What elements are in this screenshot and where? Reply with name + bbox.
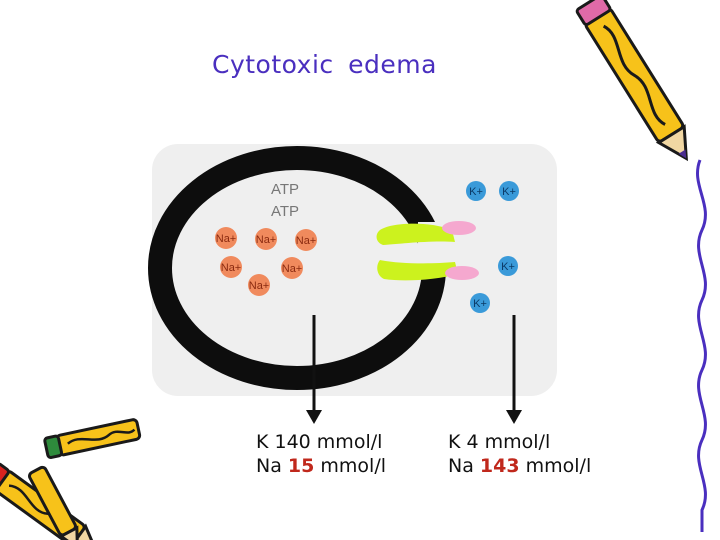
inside-k-concentration: K 140 mmol/l bbox=[256, 431, 383, 453]
diagram-panel bbox=[152, 144, 557, 396]
na-ion: Na+ bbox=[220, 256, 242, 278]
inside-na-unit: mmol/l bbox=[314, 455, 386, 477]
outside-na-prefix: Na bbox=[448, 455, 480, 477]
pump-upper-lobe bbox=[376, 223, 455, 245]
k-ion-label: K+ bbox=[469, 186, 483, 198]
k-ion-label: K+ bbox=[473, 298, 487, 310]
na-ion: Na+ bbox=[215, 227, 237, 249]
k-ion: K+ bbox=[466, 181, 486, 201]
k-ion-label: K+ bbox=[501, 261, 515, 273]
atp-label-2: ATP bbox=[271, 203, 299, 220]
slide-title: Cytotoxic edema bbox=[212, 50, 437, 79]
k-ion: K+ bbox=[498, 256, 518, 276]
k-ion: K+ bbox=[470, 293, 490, 313]
outside-na-unit: mmol/l bbox=[519, 455, 592, 477]
na-ion: Na+ bbox=[281, 257, 303, 279]
inside-arrow bbox=[306, 315, 322, 424]
outside-na-value: 143 bbox=[479, 455, 520, 477]
pump-lower-lobe bbox=[377, 260, 458, 281]
na-ion: Na+ bbox=[255, 228, 277, 250]
na-ion-label: Na+ bbox=[296, 235, 317, 247]
na-k-pump bbox=[376, 221, 479, 281]
inside-na-value: 15 bbox=[287, 455, 315, 477]
na-ion-label: Na+ bbox=[256, 234, 277, 246]
inside-na-concentration: Na 15 mmol/l bbox=[256, 454, 386, 478]
na-ion: Na+ bbox=[248, 274, 270, 296]
inside-concentrations: K 140 mmol/l Na 15 mmol/l bbox=[256, 430, 386, 478]
outside-na-concentration: Na 143 mmol/l bbox=[448, 454, 591, 478]
k-ion-label: K+ bbox=[502, 186, 516, 198]
na-ion-label: Na+ bbox=[249, 280, 270, 292]
na-ion-label: Na+ bbox=[282, 263, 303, 275]
outside-concentrations: K 4 mmol/l Na 143 mmol/l bbox=[448, 430, 591, 478]
na-ion-label: Na+ bbox=[216, 233, 237, 245]
inside-na-prefix: Na bbox=[256, 455, 288, 477]
pencil-top-right-icon bbox=[575, 0, 688, 162]
na-ion-label: Na+ bbox=[221, 262, 242, 274]
atp-label-1: ATP bbox=[271, 181, 299, 198]
outside-k-concentration: K 4 mmol/l bbox=[448, 431, 551, 453]
k-ion: K+ bbox=[499, 181, 519, 201]
pump-lower-tip bbox=[445, 266, 479, 280]
outside-arrow bbox=[506, 315, 522, 424]
wavy-border-decoration bbox=[696, 159, 707, 532]
pencil-bottom-left-3-icon bbox=[28, 465, 79, 540]
pencil-bottom-left-1-icon bbox=[43, 418, 142, 459]
pump-upper-tip bbox=[442, 221, 476, 235]
na-ion: Na+ bbox=[295, 229, 317, 251]
